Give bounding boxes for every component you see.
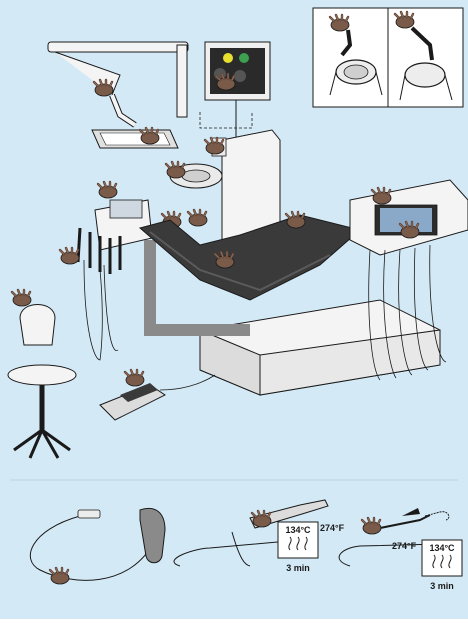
- temp-f-label-2: 274°F: [392, 541, 417, 551]
- temp-c-label-2: 134°C: [429, 543, 455, 553]
- temp-f-label: 274°F: [320, 523, 345, 533]
- duration-label: 3 min: [286, 563, 310, 573]
- inset-light-handles: [313, 8, 463, 107]
- temp-c-label: 134°C: [285, 525, 311, 535]
- duration-label-2: 3 min: [430, 581, 454, 591]
